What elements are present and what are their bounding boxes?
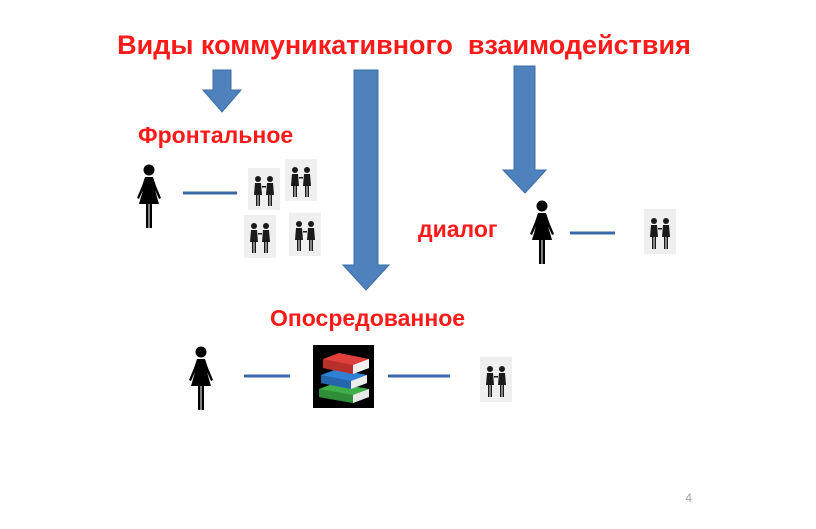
pair-of-people-icon <box>644 209 676 254</box>
arrow-to-mediated <box>341 69 391 291</box>
pair-of-people-icon <box>480 357 512 402</box>
woman-icon <box>186 346 216 412</box>
pair-of-people-icon <box>285 159 317 201</box>
pair-of-people-icon <box>248 168 280 210</box>
arrow-to-dialog <box>501 65 548 194</box>
books-icon <box>313 345 374 408</box>
arrow-to-frontal <box>201 69 243 113</box>
mediated-label: Опосредованное <box>270 305 466 331</box>
pair-of-people-icon <box>244 215 276 258</box>
woman-icon <box>134 164 164 230</box>
woman-icon <box>527 200 557 266</box>
pair-of-people-icon <box>289 213 321 256</box>
frontal-label: Фронтальное <box>138 122 294 148</box>
diagram-title: Виды коммуникативного взаимодействия <box>117 30 691 60</box>
page-number: 4 <box>685 491 692 505</box>
dialog-label: диалог <box>418 216 498 242</box>
